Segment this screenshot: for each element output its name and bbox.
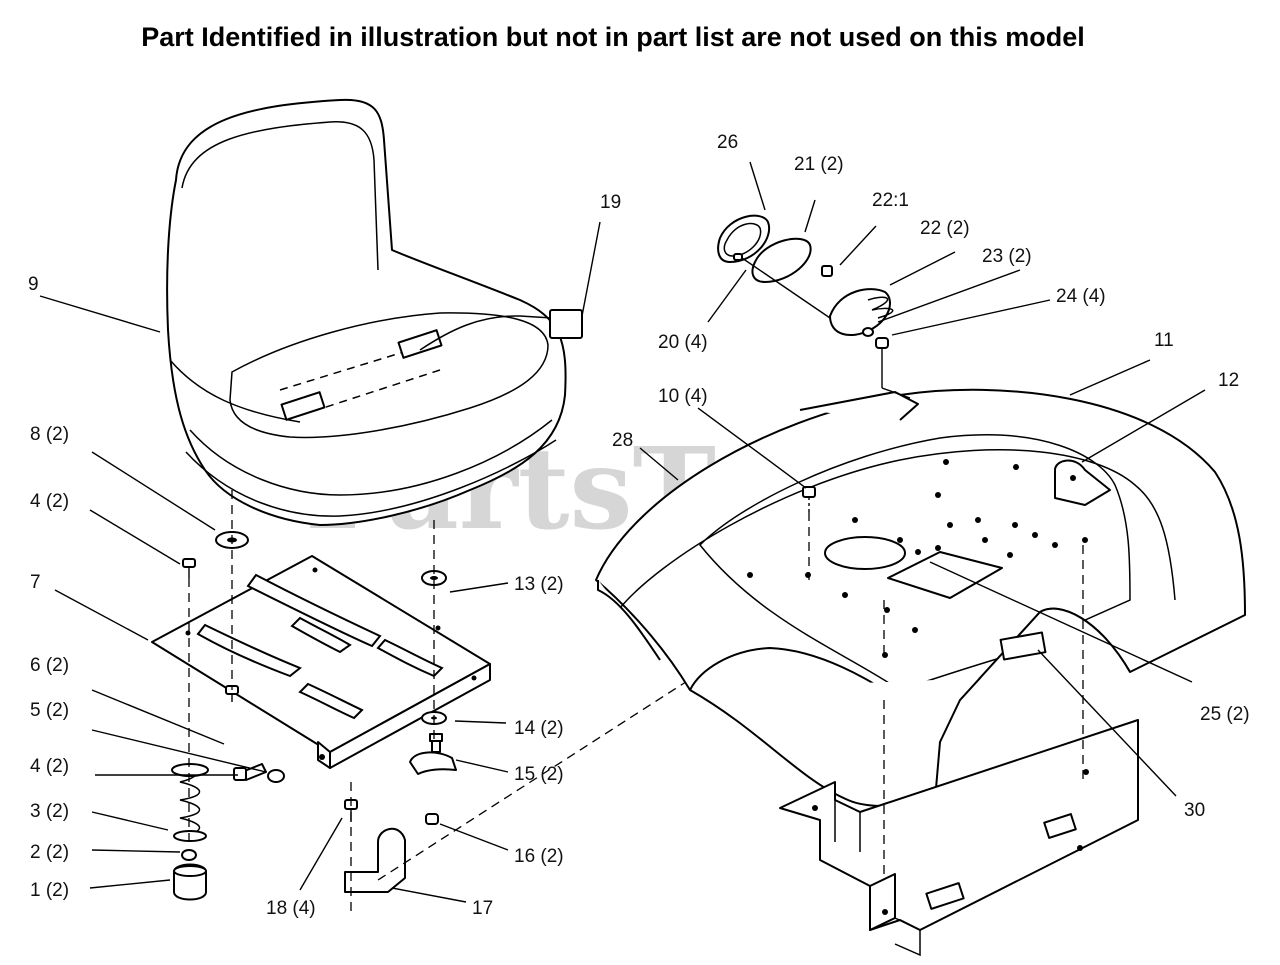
callout-2: 2 (2)	[30, 842, 69, 863]
callout-13: 13 (2)	[514, 574, 564, 595]
callout-4-upper: 4 (2)	[30, 491, 69, 512]
fender	[595, 388, 1246, 808]
callout-24: 24 (4)	[1056, 286, 1106, 307]
callout-21: 21 (2)	[794, 154, 844, 175]
callout-8: 8 (2)	[30, 424, 69, 445]
frame-bracket	[779, 719, 1139, 957]
callout-4-lower: 4 (2)	[30, 756, 69, 777]
callout-30: 30	[1184, 800, 1205, 821]
seat	[166, 98, 583, 526]
hardware	[171, 531, 457, 901]
callout-18: 18 (4)	[266, 898, 316, 919]
callout-16: 16 (2)	[514, 846, 564, 867]
callout-26: 26	[717, 132, 738, 153]
callout-7: 7	[30, 572, 41, 593]
callout-20: 20 (4)	[658, 332, 708, 353]
callout-3: 3 (2)	[30, 801, 69, 822]
callout-15: 15 (2)	[514, 764, 564, 785]
callout-10: 10 (4)	[658, 386, 708, 407]
callout-22-1: 22:1	[872, 190, 909, 211]
spring	[171, 763, 209, 842]
callout-17: 17	[472, 898, 493, 919]
callout-9: 9	[28, 274, 39, 295]
callout-5: 5 (2)	[30, 700, 69, 721]
callout-1: 1 (2)	[30, 880, 69, 901]
callout-14: 14 (2)	[514, 718, 564, 739]
callout-12: 12	[1218, 370, 1239, 391]
seat-switch-connector	[549, 309, 583, 339]
callout-6: 6 (2)	[30, 655, 69, 676]
leader-lines	[39, 161, 1206, 903]
tail-light-assembly	[717, 214, 911, 399]
callout-23: 23 (2)	[982, 246, 1032, 267]
callout-22: 22 (2)	[920, 218, 970, 239]
callout-19: 19	[600, 192, 621, 213]
callout-11: 11	[1154, 330, 1174, 351]
page-title: Part Identified in illustration but not …	[141, 22, 1085, 52]
callout-25: 25 (2)	[1200, 704, 1250, 725]
callout-28: 28	[612, 430, 633, 451]
seat-mounting-plate	[151, 555, 491, 769]
